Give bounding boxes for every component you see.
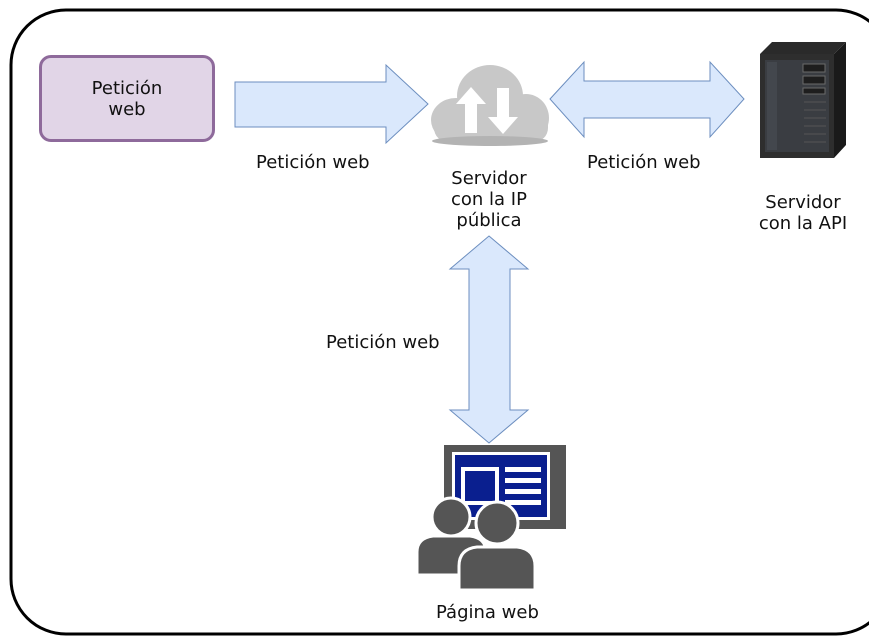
public-server-line1: Servidor: [451, 168, 527, 189]
api-server-line1: Servidor: [765, 192, 841, 213]
arrow-request-to-server: [234, 63, 429, 145]
public-server-line2: con la IP: [451, 189, 527, 210]
outer-frame: [9, 8, 869, 636]
api-server-line2: con la API: [758, 213, 848, 234]
edge-label-top-right: Petición web: [587, 152, 701, 173]
edge-label-top-left: Petición web: [256, 152, 370, 173]
arrow-server-to-api: [549, 60, 745, 139]
users-monitor-icon: [415, 445, 566, 592]
api-server-label: Servidor con la API: [742, 192, 864, 234]
edge-label-vertical: Petición web: [326, 332, 440, 353]
public-server-label: Servidor con la IP pública: [425, 168, 553, 231]
public-server-line3: pública: [456, 210, 522, 231]
server-tower-icon: [760, 42, 846, 158]
arrow-server-to-webpage: [448, 235, 530, 444]
request-box-line1: Petición: [91, 77, 163, 99]
request-box-line2: web: [108, 98, 146, 120]
web-page-label: Página web: [436, 602, 539, 623]
web-request-box: Petición web: [39, 55, 215, 142]
cloud-upload-download-icon: [431, 65, 549, 146]
